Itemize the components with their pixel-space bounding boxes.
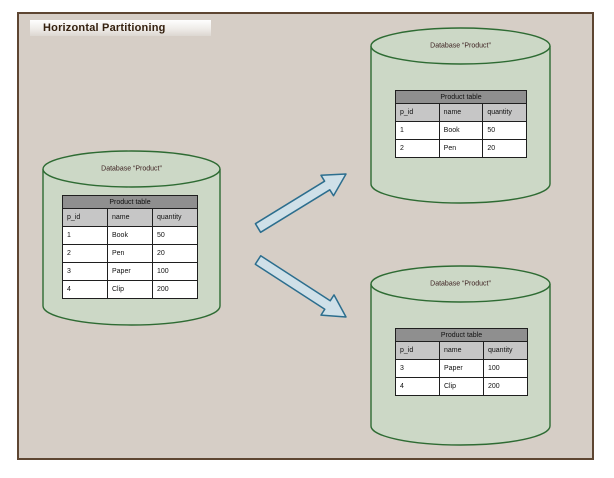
table-cell: 20 [482, 139, 527, 158]
column-header: quantity [482, 103, 527, 122]
table-title: Product table [395, 328, 528, 342]
table-cell: 3 [395, 359, 440, 378]
table-cell: 100 [483, 359, 528, 378]
table-cell: Paper [107, 262, 153, 281]
table-cell: Pen [438, 139, 484, 158]
column-header: name [107, 208, 153, 227]
partition-arrow-top [254, 173, 347, 234]
table-cell: 200 [483, 377, 528, 396]
table-cell: 1 [62, 226, 108, 245]
table-title-row: Product table [395, 90, 527, 104]
table-title-row: Product table [62, 195, 198, 209]
table-cell: 200 [152, 280, 198, 299]
database-label: Database “Product” [430, 42, 491, 50]
table-cell: 2 [62, 244, 108, 263]
table-title: Product table [62, 195, 198, 209]
column-header: p_id [395, 103, 440, 122]
diagram-title-bar: Horizontal Partitioning [30, 20, 211, 36]
table-cell: 50 [152, 226, 198, 245]
table-cell: 2 [395, 139, 440, 158]
table-cell: 4 [395, 377, 440, 396]
column-header: name [439, 341, 484, 360]
column-header: p_id [62, 208, 108, 227]
table-cell: Paper [439, 359, 484, 378]
table-cell: 4 [62, 280, 108, 299]
table-cell: Clip [439, 377, 484, 396]
column-header: quantity [152, 208, 198, 227]
column-header: p_id [395, 341, 440, 360]
column-header: quantity [483, 341, 528, 360]
table-cell: Book [107, 226, 153, 245]
diagram-title: Horizontal Partitioning [43, 22, 166, 34]
table-cell: Book [438, 121, 484, 140]
diagram-canvas: Horizontal Partitioning Database “Produc… [17, 12, 594, 460]
table-cell: 3 [62, 262, 108, 281]
table-cell: 1 [395, 121, 440, 140]
partition-arrow-bottom [254, 255, 347, 318]
database-label: Database “Product” [430, 280, 491, 288]
table-cell: Pen [107, 244, 153, 263]
table-cell: 50 [482, 121, 527, 140]
table-cell: 20 [152, 244, 198, 263]
table-title: Product table [395, 90, 527, 104]
table-cell: 100 [152, 262, 198, 281]
database-label: Database “Product” [101, 165, 162, 173]
table-title-row: Product table [395, 328, 528, 342]
table-cell: Clip [107, 280, 153, 299]
column-header: name [438, 103, 484, 122]
